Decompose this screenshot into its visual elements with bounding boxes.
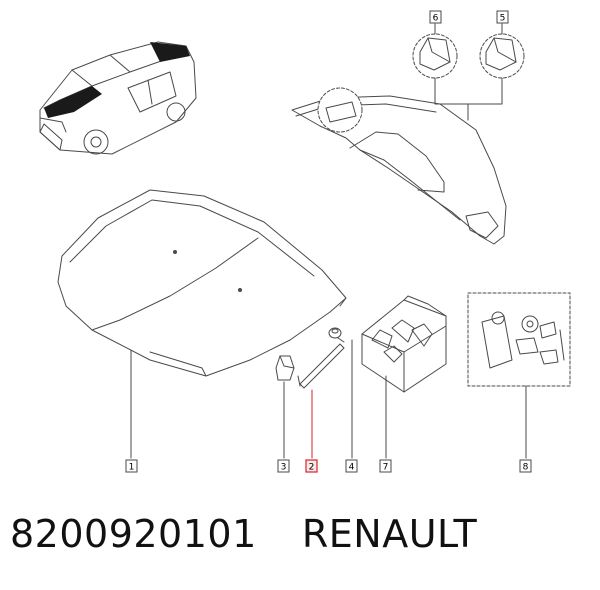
parts-diagram: 1 3 2 4 7 8 6 5 <box>39 10 571 473</box>
callout-7: 7 <box>379 459 392 473</box>
callout-6: 6 <box>429 10 442 24</box>
hardware-box-part-7 <box>361 295 447 393</box>
part-5-circle <box>479 33 525 79</box>
clip-part-3 <box>275 355 295 381</box>
callout-8: 8 <box>519 459 532 473</box>
callout-4: 4 <box>345 459 358 473</box>
lock-set-part-8 <box>481 311 565 369</box>
callout-1-label: 1 <box>129 463 135 473</box>
callout-5: 5 <box>496 10 509 24</box>
callout-5-label: 5 <box>500 14 506 24</box>
grommet-part-4 <box>328 327 342 339</box>
car-trunk-highlight <box>150 42 190 62</box>
callout-3-label: 3 <box>281 463 287 473</box>
brand-name: RENAULT <box>301 512 478 556</box>
callout-7-label: 7 <box>383 463 389 473</box>
callout-2-label: 2 <box>309 463 315 473</box>
car-hood-highlight <box>44 86 102 118</box>
hood-rod-part-2 <box>297 337 345 389</box>
callout-8-label: 8 <box>523 463 529 473</box>
callout-4-label: 4 <box>349 463 355 473</box>
lock-set-frame <box>467 292 571 387</box>
callout-2: 2 <box>305 459 318 473</box>
trunk-lid-zoom-circle <box>317 87 363 133</box>
callout-3: 3 <box>277 459 290 473</box>
caption: 8200920101 RENAULT <box>10 512 590 572</box>
callout-6-label: 6 <box>433 14 439 24</box>
part-number: 8200920101 <box>10 512 257 556</box>
callout-1: 1 <box>125 459 138 473</box>
car-illustration <box>39 41 197 155</box>
hood <box>57 189 347 377</box>
